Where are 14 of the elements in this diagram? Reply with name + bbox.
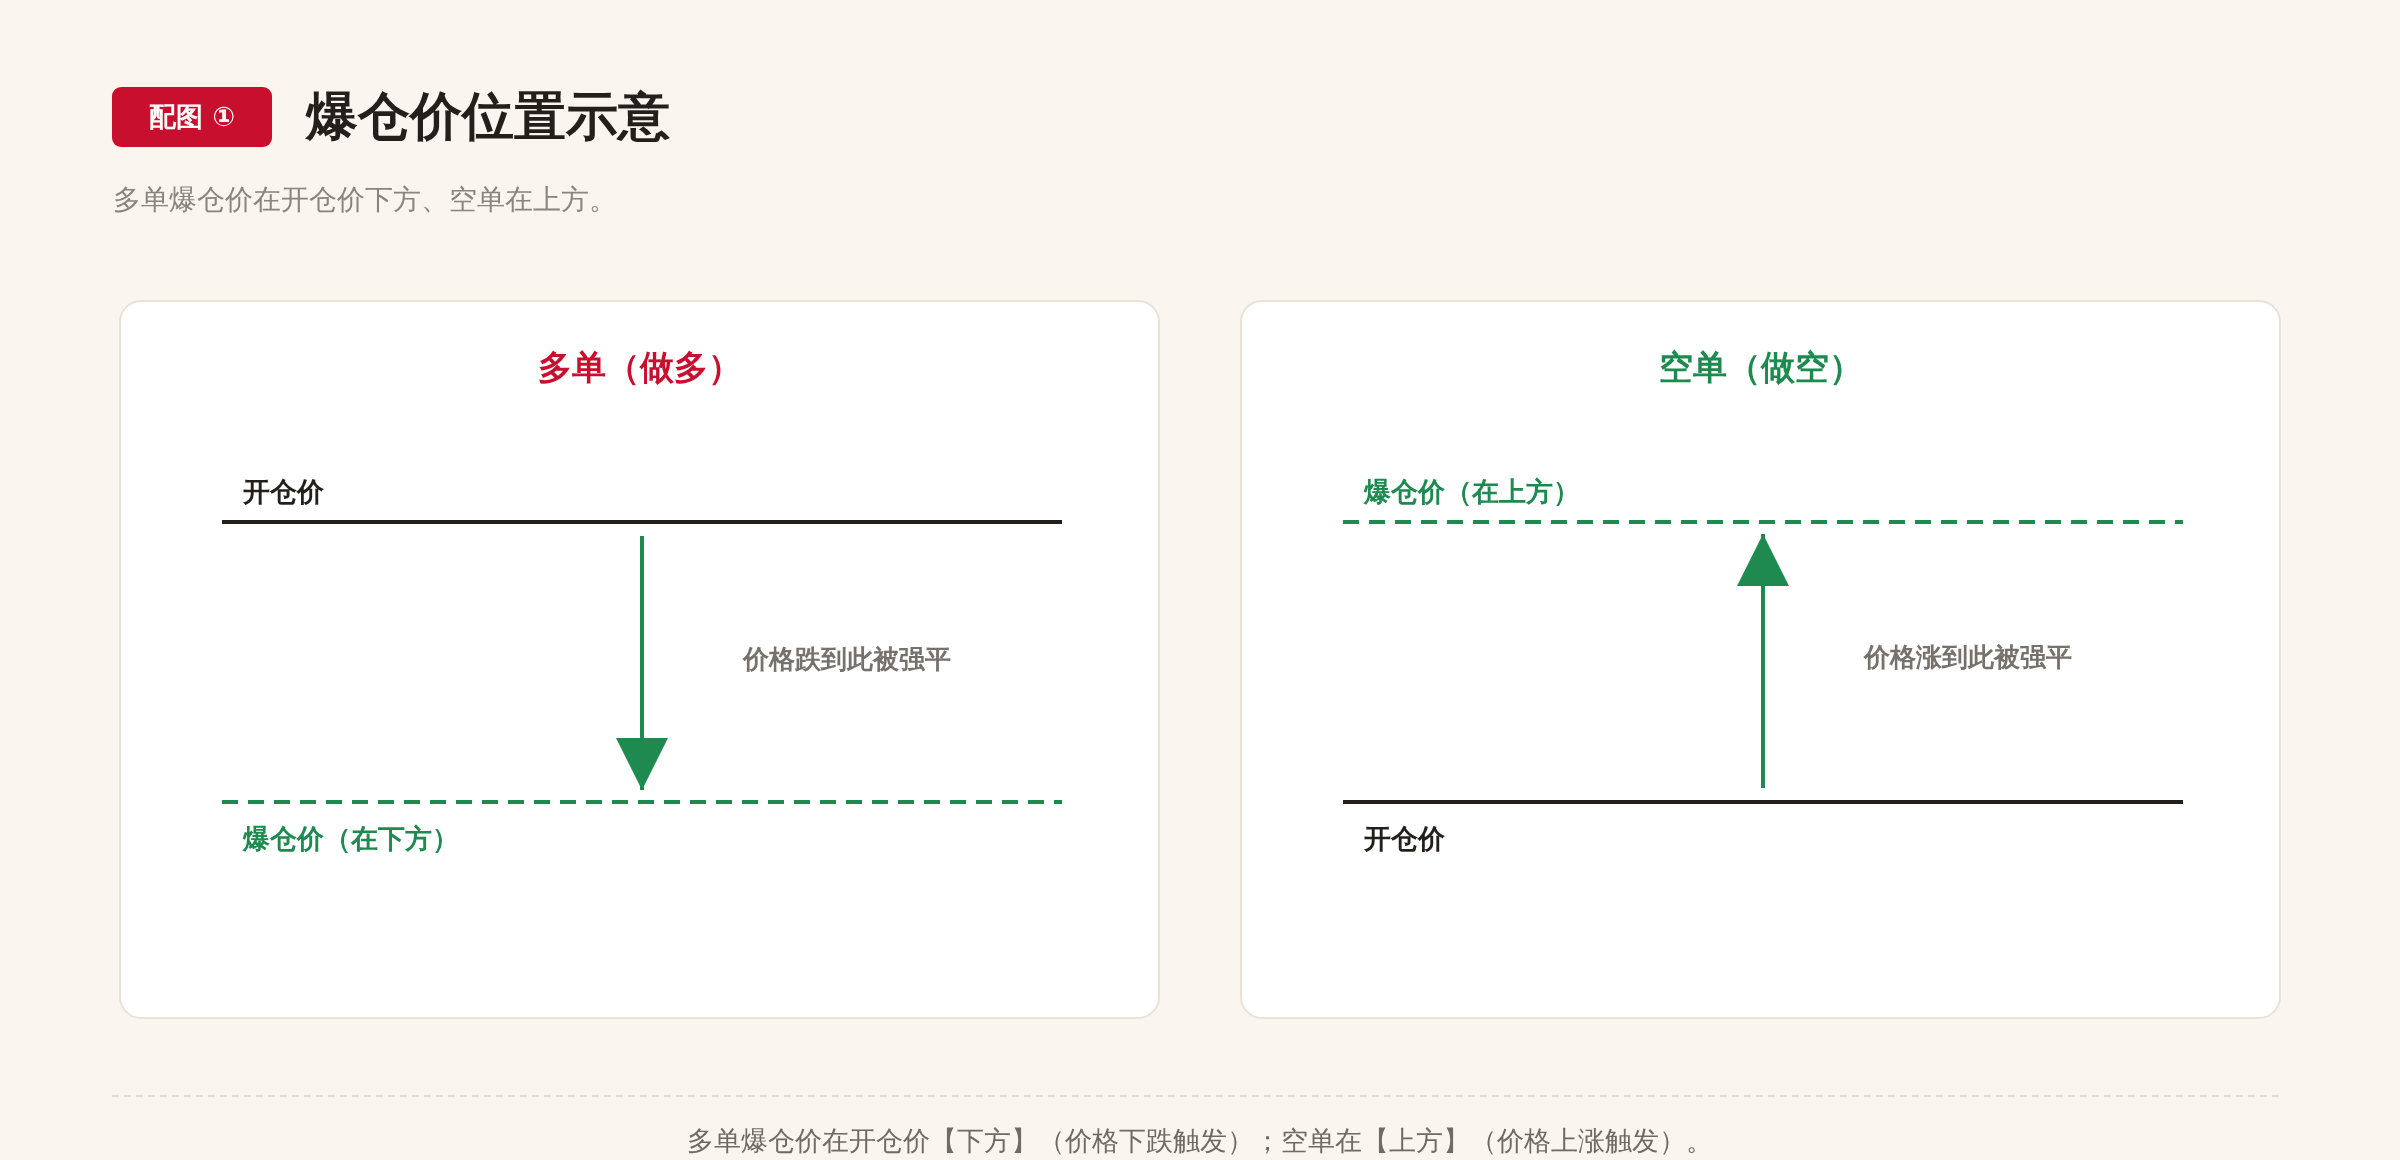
price-label: 爆仓价（在下方） — [243, 822, 459, 856]
subtitle: 多单爆仓价在开仓价下方、空单在上方。 — [113, 182, 617, 218]
panel-card — [1240, 300, 2281, 1019]
arrow — [616, 536, 668, 790]
caption: 多单爆仓价在开仓价【下方】（价格下跌触发）；空单在【上方】（价格上涨触发）。 — [687, 1124, 1713, 1158]
price-label: 开仓价 — [243, 475, 324, 509]
arrow — [1737, 534, 1789, 788]
panel-title: 空单（做空） — [1658, 346, 1863, 389]
figure-badge: 配图 ① — [112, 87, 272, 147]
panel-card — [119, 300, 1160, 1019]
price-label: 开仓价 — [1364, 822, 1445, 856]
price-label: 爆仓价（在上方） — [1364, 475, 1580, 509]
panel-title: 多单（做多） — [537, 346, 742, 389]
diagram-title: 爆仓价位置示意 — [306, 85, 670, 148]
